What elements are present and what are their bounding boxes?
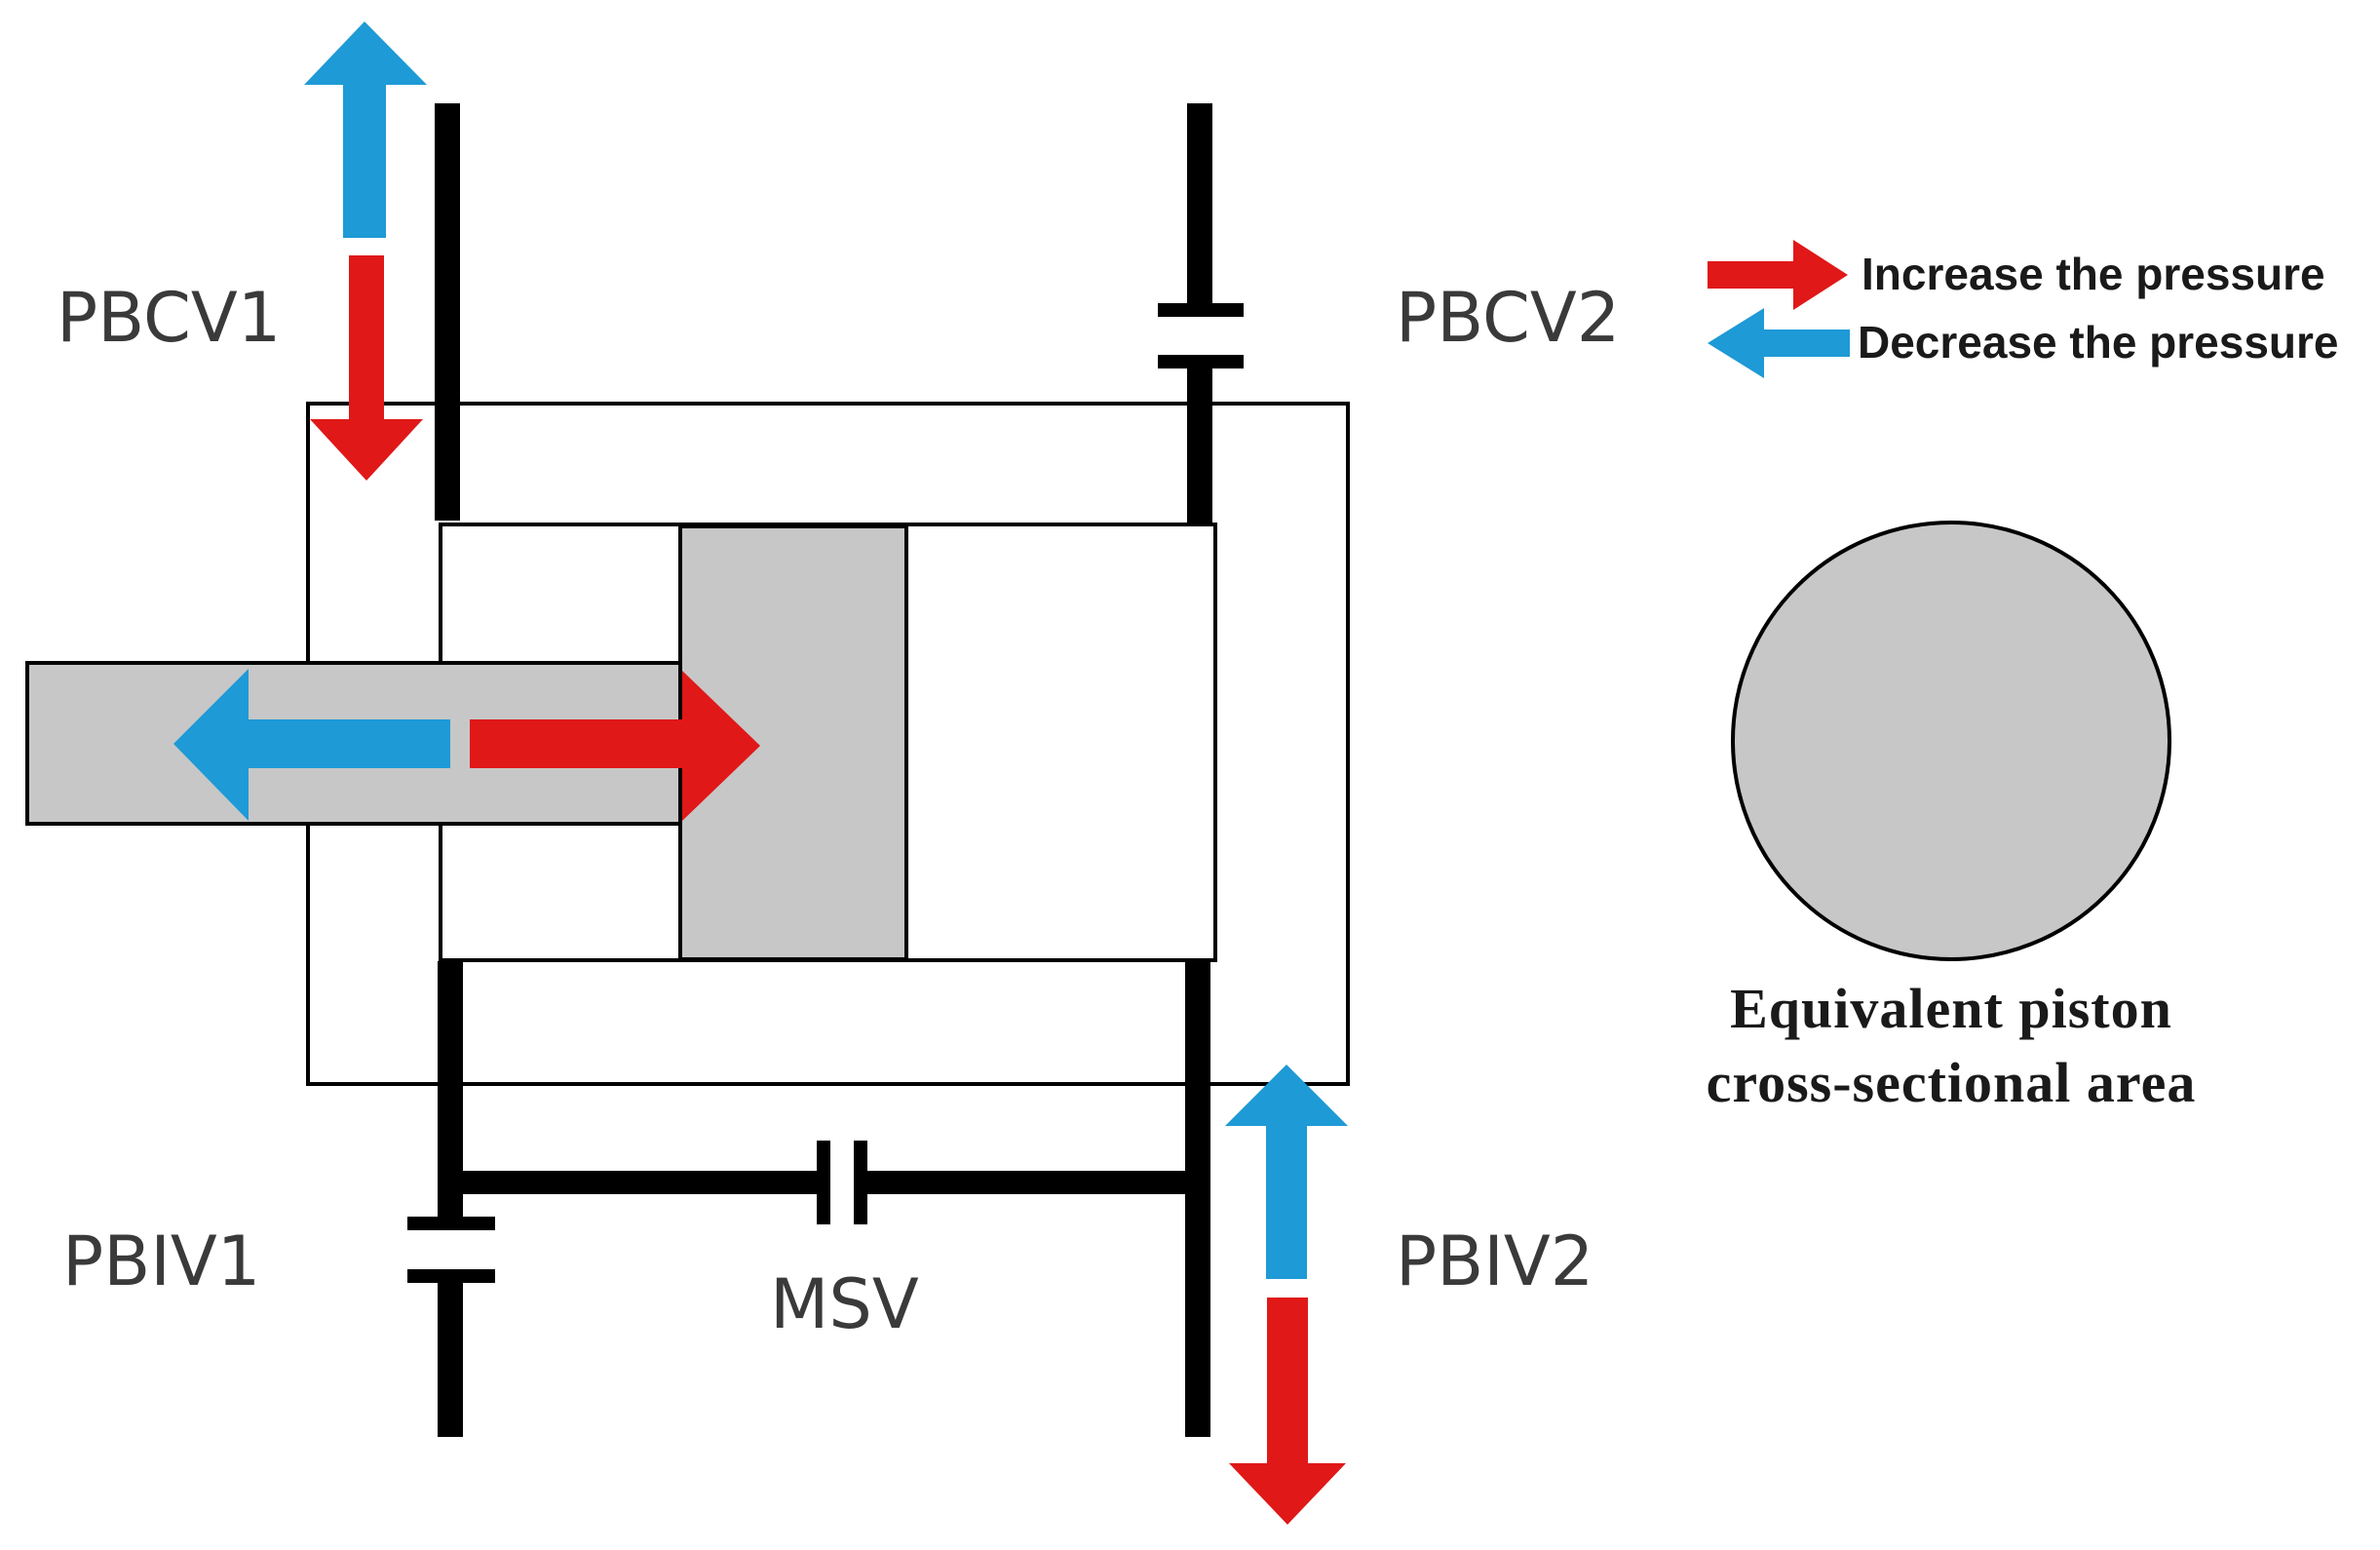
pipe-msv: [450, 1141, 1199, 1224]
rod-increase-arrow-icon: [470, 671, 760, 821]
pipe-pbiv1: [407, 961, 495, 1437]
caption-line-2: cross-sectional area: [1707, 1051, 2197, 1114]
piston-cross-section-circle: [1731, 521, 2171, 961]
pbiv2-decrease-arrow-icon: [1225, 1065, 1348, 1279]
legend-decrease-label: Decrease the pressure: [1858, 317, 2339, 368]
pbiv2-increase-arrow-icon: [1229, 1298, 1346, 1525]
label-pbcv1: PBCV1: [57, 278, 281, 358]
label-pbiv2: PBIV2: [1396, 1221, 1593, 1301]
piston-head: [678, 524, 908, 961]
legend: Increase the pressure Decrease the press…: [1708, 240, 2339, 378]
rod-decrease-arrow-icon: [173, 669, 450, 821]
legend-decrease-arrow-icon: [1708, 308, 1850, 378]
label-msv: MSV: [770, 1264, 919, 1344]
label-pbiv1: PBIV1: [62, 1221, 260, 1301]
pipe-pbcv1: [435, 103, 460, 521]
legend-increase-arrow-icon: [1708, 240, 1848, 310]
pbcv1-decrease-arrow-icon: [304, 21, 427, 238]
pipe-pbcv2: [1158, 103, 1244, 523]
caption-line-1: Equivalent piston: [1730, 977, 2172, 1040]
pbcv1-increase-arrow-icon: [310, 255, 423, 481]
label-pbcv2: PBCV2: [1396, 278, 1620, 358]
pipe-pbiv2: [1185, 961, 1210, 1437]
legend-increase-label: Increase the pressure: [1862, 249, 2325, 299]
